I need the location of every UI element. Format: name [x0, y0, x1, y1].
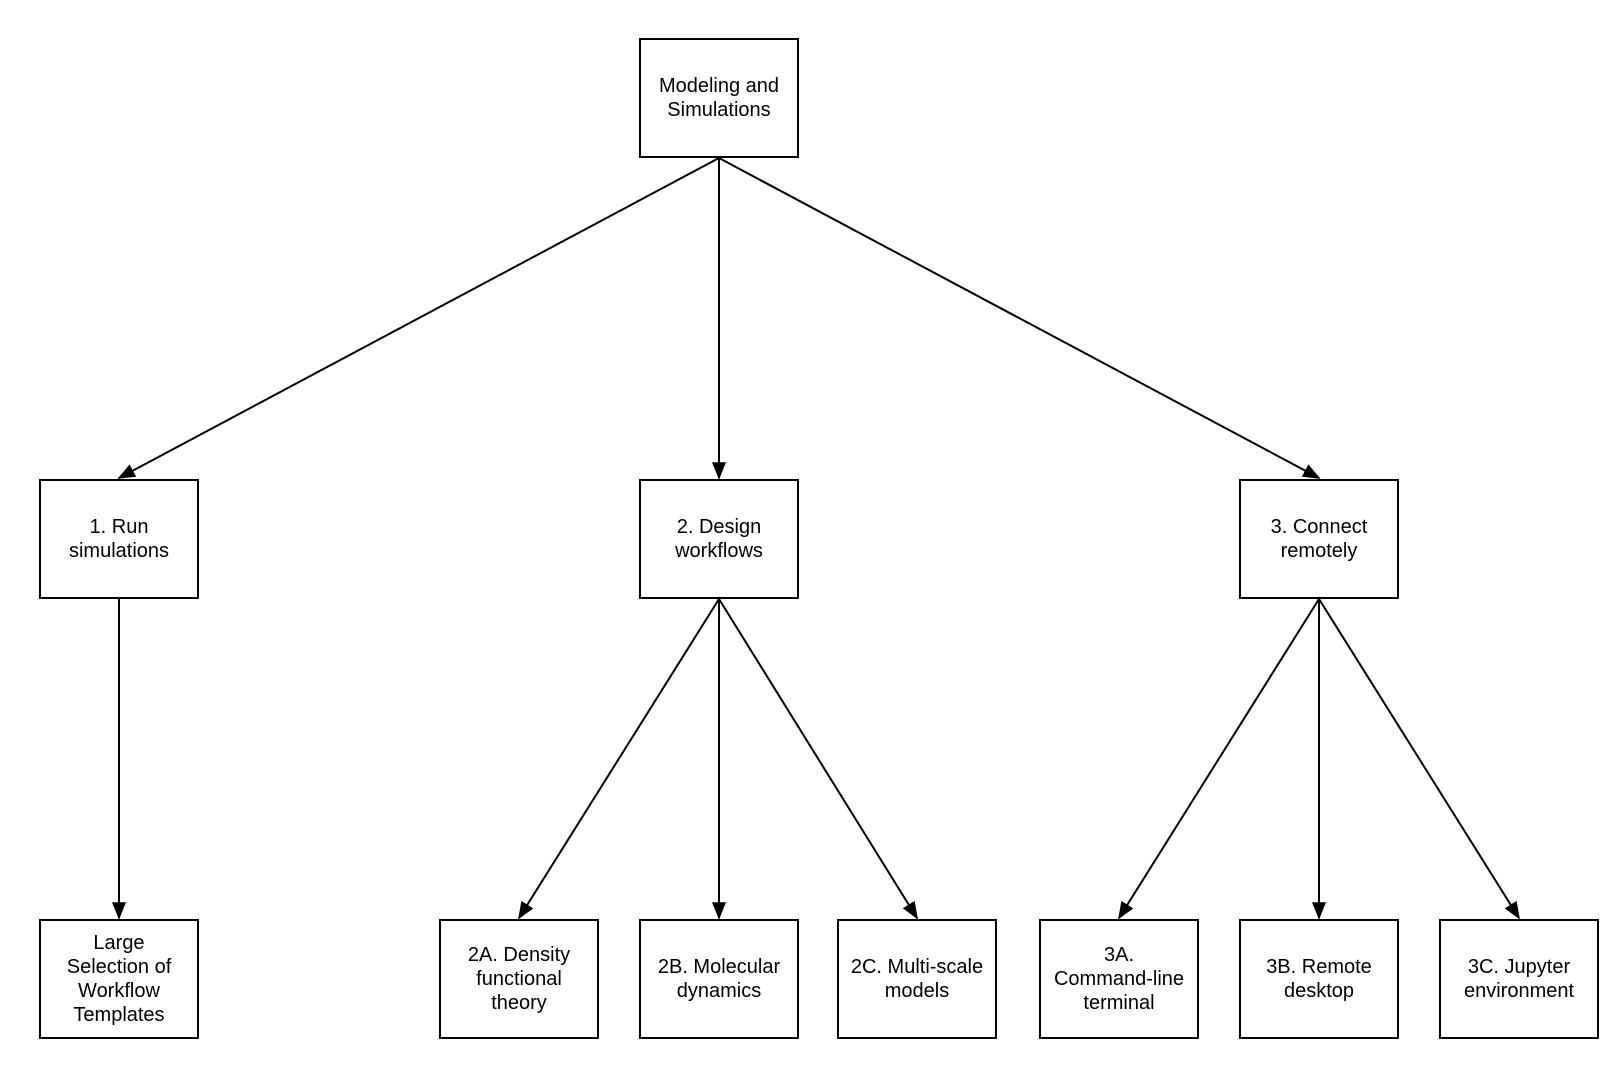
node-multi-scale-models-label: 2C. Multi-scale models — [850, 956, 984, 1002]
node-remote-desktop: 3B. Remote desktop — [1239, 919, 1399, 1039]
node-jupyter-environment-label: 3C. Jupyter environment — [1463, 956, 1575, 1002]
node-modeling-and-simulations: Modeling and Simulations — [639, 38, 799, 158]
node-multi-scale-models: 2C. Multi-scale models — [837, 919, 997, 1039]
edge-design-workflows-to-density-functional-theory — [518, 598, 720, 920]
edge-connect-remotely-to-command-line-terminal — [1118, 598, 1320, 920]
edge-root-to-run-simulations — [117, 157, 720, 479]
node-molecular-dynamics-label: 2B. Molecular dynamics — [657, 956, 781, 1002]
node-workflow-templates-label: Large Selection of Workflow Templates — [66, 932, 172, 1026]
edge-connect-remotely-to-jupyter-environment — [1318, 598, 1520, 920]
node-run-simulations-label: 1. Run simulations — [68, 516, 170, 562]
node-density-functional-theory: 2A. Density functional theory — [439, 919, 599, 1039]
node-design-workflows-label: 2. Design workflows — [675, 516, 763, 562]
node-connect-remotely-label: 3. Connect remotely — [1270, 516, 1368, 562]
node-command-line-terminal: 3A. Command-line terminal — [1039, 919, 1199, 1039]
node-density-functional-theory-label: 2A. Density functional theory — [467, 944, 571, 1014]
node-jupyter-environment: 3C. Jupyter environment — [1439, 919, 1599, 1039]
node-modeling-and-simulations-label: Modeling and Simulations — [658, 75, 780, 121]
edge-root-to-connect-remotely — [718, 157, 1321, 479]
node-design-workflows: 2. Design workflows — [639, 479, 799, 599]
node-remote-desktop-label: 3B. Remote desktop — [1266, 956, 1372, 1002]
node-connect-remotely: 3. Connect remotely — [1239, 479, 1399, 599]
node-workflow-templates: Large Selection of Workflow Templates — [39, 919, 199, 1039]
node-command-line-terminal-label: 3A. Command-line terminal — [1053, 944, 1185, 1014]
node-molecular-dynamics: 2B. Molecular dynamics — [639, 919, 799, 1039]
node-run-simulations: 1. Run simulations — [39, 479, 199, 599]
edge-design-workflows-to-multi-scale-models — [718, 598, 918, 920]
